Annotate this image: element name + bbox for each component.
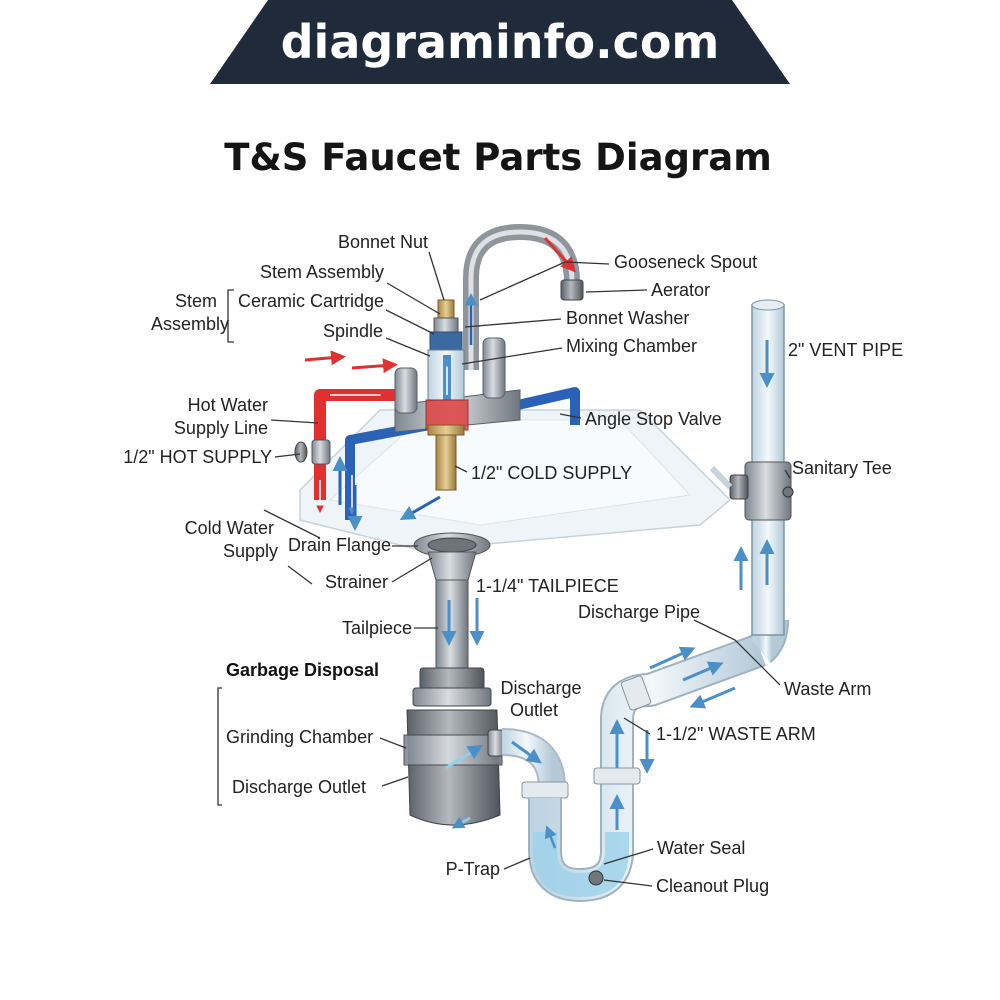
garbage-disposal-unit: [403, 667, 505, 829]
label-angle-stop-valve: Angle Stop Valve: [585, 409, 722, 429]
label-drain-flange: Drain Flange: [288, 535, 391, 555]
hot-supply-line: [314, 389, 400, 513]
drain-flange-part: [413, 532, 491, 581]
label-waste-arm: Waste Arm: [784, 679, 871, 699]
label-bonnet-washer: Bonnet Washer: [566, 308, 689, 328]
hot-flow-arrows: [304, 350, 398, 374]
label-discharge-pipe: Discharge Pipe: [578, 602, 700, 622]
label-mixing-chamber: Mixing Chamber: [566, 336, 697, 356]
label-water-seal: Water Seal: [657, 838, 745, 858]
label-discharge-outlet: Discharge Outlet: [232, 777, 366, 797]
gooseneck-spout: [463, 223, 584, 370]
label-stem-group-line1: Stem: [175, 291, 217, 311]
label-stem-group-line2: Assembly: [151, 314, 229, 334]
label-hot-water-line1: Hot Water: [188, 395, 268, 415]
label-grinding-chamber: Grinding Chamber: [226, 727, 373, 747]
aerator-part: [560, 279, 584, 301]
label-discharge-outlet-top-line1: Discharge: [500, 678, 581, 698]
labels: Bonnet Nut Stem Assembly Ceramic Cartrid…: [123, 232, 903, 896]
label-ceramic-cartridge: Ceramic Cartridge: [238, 291, 384, 311]
label-sanitary-tee: Sanitary Tee: [792, 458, 892, 478]
sanitary-tee-fitting: [709, 461, 794, 521]
label-gooseneck-spout: Gooseneck Spout: [614, 252, 757, 272]
bonnet-nut-part: [437, 299, 455, 321]
hot-stop-valve: [294, 439, 331, 465]
label-bonnet-nut: Bonnet Nut: [338, 232, 428, 252]
cold-flow-arrows: [332, 456, 441, 531]
label-aerator: Aerator: [651, 280, 710, 300]
label-strainer: Strainer: [325, 572, 388, 592]
label-cleanout-plug: Cleanout Plug: [656, 876, 769, 896]
label-tailpiece-size: 1-1/4" TAILPIECE: [476, 576, 619, 596]
cleanout-plug-part: [588, 870, 604, 886]
label-stem-assembly: Stem Assembly: [260, 262, 384, 282]
discharge-elbow: [501, 728, 569, 799]
label-vent-pipe: 2" VENT PIPE: [788, 340, 903, 360]
label-garbage-disposal: Garbage Disposal: [226, 660, 379, 680]
tailpiece-pipe: [435, 579, 485, 669]
leader-lines: [217, 251, 791, 887]
label-cold-water-line1: Cold Water: [185, 518, 274, 538]
label-cold-supply: 1/2" COLD SUPPLY: [471, 463, 632, 483]
page-title: T&S Faucet Parts Diagram: [224, 136, 772, 179]
site-name: diagraminfo.com: [281, 15, 720, 69]
site-banner: diagraminfo.com: [210, 0, 790, 84]
label-hot-supply: 1/2" HOT SUPPLY: [123, 447, 272, 467]
faucet-handle-right: [482, 337, 506, 399]
label-hot-water-line2: Supply Line: [174, 418, 268, 438]
label-spindle: Spindle: [323, 321, 383, 341]
label-waste-arm-size: 1-1/2" WASTE ARM: [656, 724, 816, 744]
label-discharge-outlet-top-line2: Outlet: [510, 700, 558, 720]
label-p-trap: P-Trap: [446, 859, 500, 879]
valve-stem-assembly: [425, 299, 469, 491]
label-tailpiece: Tailpiece: [342, 618, 412, 638]
faucet-handle-left: [394, 367, 418, 414]
label-cold-water-line2: Supply: [223, 541, 278, 561]
